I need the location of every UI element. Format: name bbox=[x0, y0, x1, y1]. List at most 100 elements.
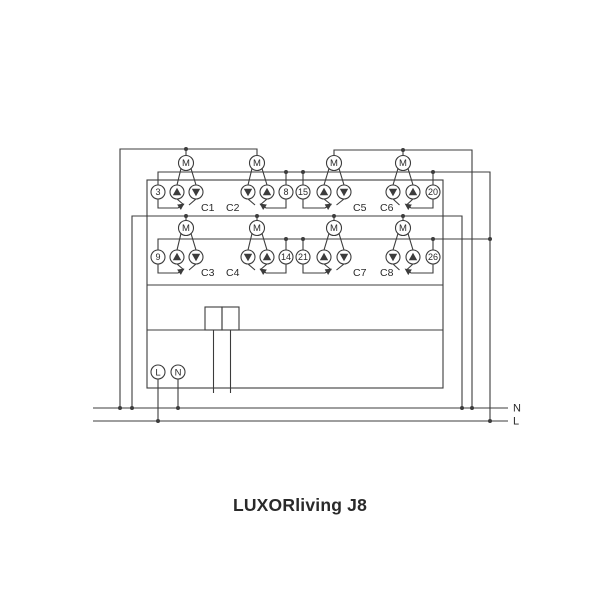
motor-leads-c7 bbox=[323, 233, 345, 251]
relay-c6-contacts bbox=[392, 198, 414, 206]
arrow-up-icon bbox=[172, 187, 182, 196]
motor-icon bbox=[177, 219, 195, 237]
relay-c4-contacts bbox=[247, 263, 268, 271]
power-terminal-label-N: N bbox=[175, 367, 182, 378]
power-terminal-label-L: L bbox=[155, 367, 160, 378]
terminal-number: 14 bbox=[281, 252, 291, 262]
relay-c2-contacts bbox=[247, 198, 268, 206]
terminal-L bbox=[150, 364, 166, 380]
terminal-number: 21 bbox=[298, 252, 308, 262]
motor-label: M bbox=[330, 158, 338, 169]
motor-label: M bbox=[399, 158, 407, 169]
neutral-line-label: N bbox=[513, 403, 521, 415]
arrow-down-icon bbox=[243, 188, 253, 197]
arrow-up-icon bbox=[172, 252, 182, 261]
motor-icon bbox=[248, 154, 266, 172]
relay-symbols bbox=[157, 198, 434, 276]
motor-leads-c8 bbox=[392, 233, 414, 251]
motor-label: M bbox=[253, 223, 261, 234]
external-wiring bbox=[93, 148, 508, 422]
motor-leads-c3 bbox=[176, 233, 197, 251]
motor-label: M bbox=[182, 158, 190, 169]
terminal-row-2: 9 14 21 26 C3 C4 C7 C8 bbox=[150, 249, 441, 279]
arrow-down-icon bbox=[339, 188, 349, 197]
junction-dots bbox=[118, 147, 492, 423]
terminal-15 bbox=[295, 184, 311, 200]
arrow-down-icon bbox=[243, 253, 253, 262]
motor-leads-c6 bbox=[392, 168, 414, 186]
arrow-down-icon bbox=[191, 188, 201, 197]
arrow-down-icon bbox=[388, 188, 398, 197]
page-title: LUXORliving J8 bbox=[233, 495, 367, 515]
relay-c5 bbox=[302, 199, 332, 210]
arrow-up-icon bbox=[319, 187, 329, 196]
motor-icon bbox=[177, 154, 195, 172]
terminal-number: 9 bbox=[155, 252, 160, 262]
motor-label: M bbox=[253, 158, 261, 169]
terminal-14 bbox=[278, 249, 294, 265]
motor-leads-c2 bbox=[247, 168, 268, 186]
arrow-down-icon bbox=[388, 253, 398, 262]
device-body bbox=[146, 179, 444, 389]
motors: M M M M M M M M bbox=[177, 154, 412, 237]
terminal-3 bbox=[150, 184, 166, 200]
motor-leads-c1 bbox=[176, 168, 197, 186]
relay-c3-contacts bbox=[176, 263, 197, 271]
motor-icon bbox=[325, 154, 343, 172]
terminal-number: 26 bbox=[428, 252, 438, 262]
terminal-number: 8 bbox=[283, 187, 288, 197]
channel-label: C5 bbox=[353, 202, 367, 214]
motor-label: M bbox=[330, 223, 338, 234]
terminal-20 bbox=[425, 184, 441, 200]
arrow-up-icon bbox=[262, 187, 272, 196]
channel-label: C2 bbox=[226, 202, 240, 214]
supply-labels: N L bbox=[513, 403, 521, 428]
knx-connector-left bbox=[204, 306, 223, 331]
arrow-down-icon bbox=[339, 253, 349, 262]
channel-label: C1 bbox=[201, 202, 215, 214]
relay-c5-contacts bbox=[323, 198, 345, 206]
wire-motor-bus-top-right bbox=[333, 149, 473, 408]
relay-c7 bbox=[302, 264, 332, 275]
arrow-up-icon bbox=[408, 187, 418, 196]
arrow-down-icon bbox=[191, 253, 201, 262]
relay-c4 bbox=[259, 264, 287, 276]
motor-label: M bbox=[182, 223, 190, 234]
relay-c1-contacts bbox=[176, 198, 197, 206]
motor-icon bbox=[325, 219, 343, 237]
terminal-N bbox=[170, 364, 186, 380]
arrow-up-icon bbox=[262, 252, 272, 261]
arrow-up-icon bbox=[319, 252, 329, 261]
motor-leads-c4 bbox=[247, 233, 268, 251]
terminal-number: 15 bbox=[298, 187, 308, 197]
motor-leads-c5 bbox=[323, 168, 345, 186]
motor-icon bbox=[394, 219, 412, 237]
channel-label: C6 bbox=[380, 202, 394, 214]
channel-label: C4 bbox=[226, 267, 240, 279]
motor-label: M bbox=[399, 223, 407, 234]
terminal-number: 3 bbox=[155, 187, 160, 197]
wire-terminals-row2-L bbox=[157, 238, 490, 250]
channel-label: C3 bbox=[201, 267, 215, 279]
wire-motor-bus-top-left bbox=[119, 148, 258, 408]
terminal-number: 20 bbox=[428, 187, 438, 197]
knx-connector-right bbox=[221, 306, 240, 331]
arrow-up-icon bbox=[408, 252, 418, 261]
relay-c3 bbox=[157, 264, 185, 276]
channel-label: C7 bbox=[353, 267, 367, 279]
relay-c6 bbox=[404, 199, 434, 211]
terminal-21 bbox=[295, 249, 311, 265]
wire-motor-bus-row2 bbox=[131, 215, 463, 408]
relay-c8-contacts bbox=[392, 263, 414, 271]
terminal-row-1: 3 8 15 20 C1 C2 C5 C6 bbox=[150, 184, 441, 214]
device-outline bbox=[146, 179, 444, 389]
relay-c1 bbox=[157, 199, 185, 211]
line-line-label: L bbox=[513, 416, 519, 428]
motor-icon bbox=[394, 154, 412, 172]
terminal-26 bbox=[425, 249, 441, 265]
relay-c8 bbox=[404, 264, 434, 276]
wire-terminals-row1-L bbox=[157, 171, 491, 421]
motor-icon bbox=[248, 219, 266, 237]
relay-c7-contacts bbox=[323, 263, 345, 271]
